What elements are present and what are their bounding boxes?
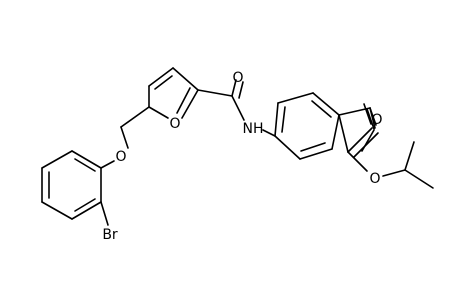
bond-ring1-b xyxy=(71,150,102,169)
bond-ester-ring-carbon xyxy=(338,114,349,153)
bond-furan-b xyxy=(181,89,199,119)
bond-ring2-a-inner xyxy=(281,106,286,133)
atom-o-amide-carbonyl: O xyxy=(232,70,243,86)
atom-o-furan: O xyxy=(169,116,180,132)
atom-labels: O NH O O Br O O xyxy=(102,70,382,243)
bond-ester-oxygen-ch xyxy=(382,169,406,177)
bond-ring1-oether xyxy=(100,160,115,169)
atom-o-ester: O xyxy=(369,171,380,187)
bond-furan-a xyxy=(148,106,169,119)
bond-oether-ch2 xyxy=(120,126,129,149)
bond-ring2-d xyxy=(331,114,340,150)
bond-furan-b-inner xyxy=(176,87,191,114)
atom-o-ester-carbonyl: O xyxy=(371,112,382,128)
bond-ester-carbon-carbonyl-o-1 xyxy=(347,127,373,153)
bond-ring2-f xyxy=(274,135,301,160)
bond-ester-carbonyl-top-1 xyxy=(366,108,375,130)
bond-c-br xyxy=(100,201,109,226)
ester-group xyxy=(338,114,434,189)
bonds xyxy=(41,67,377,226)
atom-nh-amide: NH xyxy=(243,121,264,137)
bond-ring2-e xyxy=(299,148,333,160)
bond-ring2-c-inner xyxy=(311,100,332,118)
bond-ring2-e-inner xyxy=(300,142,326,152)
atom-o-ether: O xyxy=(115,149,126,165)
bond-ch2-furan xyxy=(120,106,150,128)
bond-ring1-b-inner xyxy=(74,158,96,172)
bond-furan-c xyxy=(172,67,199,91)
bond-ch-methyl-top xyxy=(404,141,415,171)
bond-ester-o xyxy=(369,107,376,129)
bond-ring2-c xyxy=(312,92,340,116)
bond-ester-co-2 xyxy=(363,103,372,125)
bond-ring2-a xyxy=(274,102,279,137)
bond-furan-d-inner xyxy=(154,75,173,90)
bond-amide-co-1 xyxy=(231,79,237,97)
bond-furan-d xyxy=(148,67,174,87)
bond-nh-ring2 xyxy=(262,129,276,137)
bond-ring1-e xyxy=(41,201,73,220)
bond-ring1-a xyxy=(41,150,73,169)
bond-furan-carbonyl xyxy=(197,89,233,97)
bond-carbonyl-nh xyxy=(231,95,245,121)
bond-ring1-d xyxy=(71,201,102,220)
bond-amide-co-2 xyxy=(238,81,244,99)
bond-ring1-d-inner xyxy=(74,198,96,212)
bond-ring2-ester xyxy=(338,107,371,116)
bond-ester-carbon-carbonyl-o-2 xyxy=(353,132,379,158)
bond-ring2-b xyxy=(277,92,314,104)
atom-br: Br xyxy=(102,227,118,243)
bond-ch-methyl-right xyxy=(404,169,434,189)
bond-ester-carbon-oxygen xyxy=(347,151,368,172)
